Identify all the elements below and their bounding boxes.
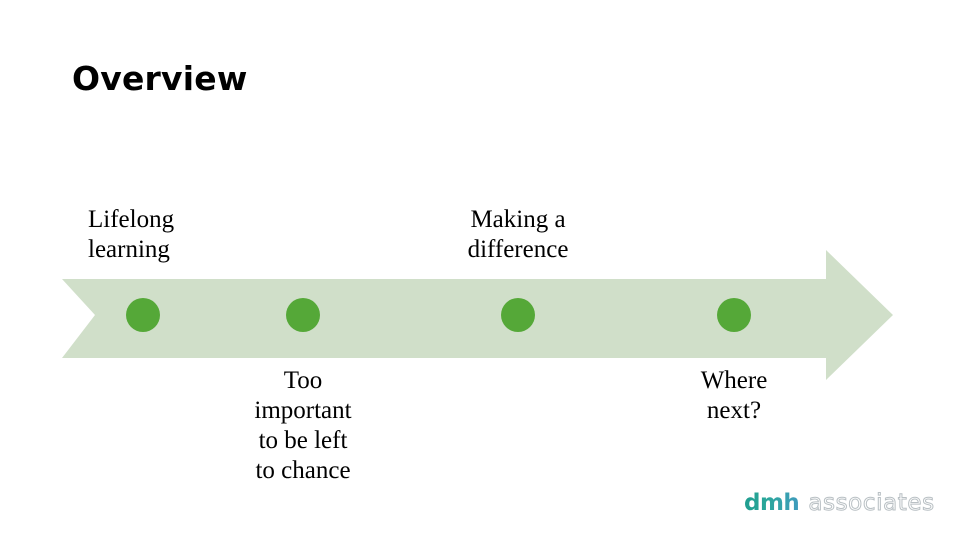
- milestone-marker-1: [126, 298, 160, 332]
- milestone-marker-4: [717, 298, 751, 332]
- milestone-marker-2: [286, 298, 320, 332]
- page-title: Overview: [72, 59, 248, 98]
- logo-mark-text: dmh: [744, 490, 800, 516]
- dmh-associates-logo: dmh associates: [744, 490, 935, 517]
- milestone-marker-3: [501, 298, 535, 332]
- logo-word-text: associates: [808, 490, 935, 517]
- arrow-shape: [62, 250, 893, 380]
